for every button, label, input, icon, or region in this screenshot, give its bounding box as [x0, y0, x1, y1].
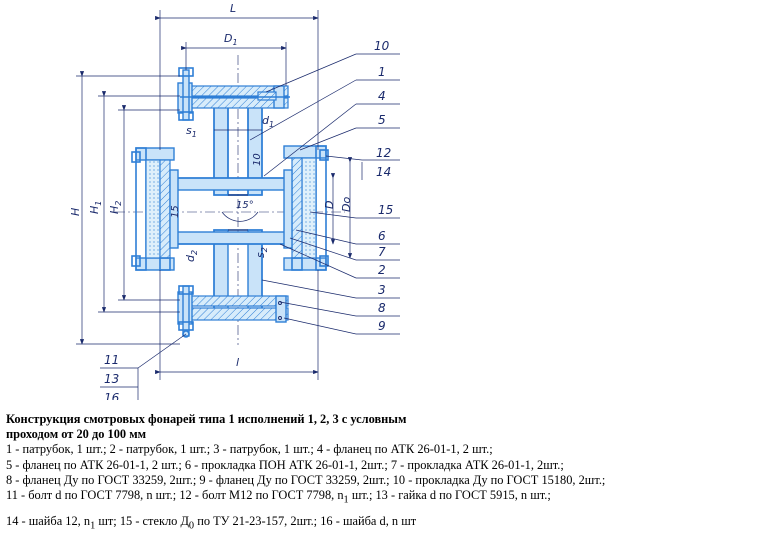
svg-text:14: 14 — [376, 165, 391, 179]
caption-line-4: 11 - болт d по ГОСТ 7798, n шт.; 12 - бо… — [6, 488, 551, 506]
dim-D: D — [323, 201, 336, 209]
dim-L: L — [230, 2, 236, 15]
dim-Do: Do — [340, 197, 353, 212]
callout-10: 10 — [265, 39, 400, 93]
svg-text:8: 8 — [378, 301, 386, 315]
callout-5: 5 — [299, 113, 400, 151]
left-sight-glass — [131, 147, 179, 271]
svg-text:10: 10 — [374, 39, 390, 53]
dim-d2: d2 — [184, 250, 199, 262]
dimension-lines — [76, 10, 353, 380]
callout-1: 1 — [249, 65, 400, 141]
right-sight-glass — [283, 145, 329, 271]
callout-9: 9 — [283, 317, 400, 335]
caption-line-1: 1 - патрубок, 1 шт.; 2 - патрубок, 1 шт.… — [6, 442, 493, 457]
caption-line-3: 8 - фланец Ду по ГОСТ 33259, 2шт.; 9 - ф… — [6, 472, 606, 487]
callout-8: 8 — [279, 301, 400, 317]
callout-13: 13 — [104, 372, 119, 386]
svg-text:6: 6 — [378, 229, 386, 243]
dim-H: H — [69, 208, 82, 216]
svg-text:7: 7 — [378, 245, 386, 259]
callout-11: 11 — [104, 353, 119, 367]
dim-d1: d1 — [262, 114, 274, 129]
callout-2: 2 — [279, 243, 400, 279]
dimension-labels: L D1 d1 s1 H H1 H2 10 15 d2 s2 D Do 15° … — [69, 2, 353, 369]
callouts-left: 11 13 16 — [100, 333, 187, 400]
svg-text:4: 4 — [378, 89, 386, 103]
callout-3: 3 — [261, 279, 400, 299]
svg-text:1: 1 — [378, 65, 386, 79]
callouts-right: 10 1 4 5 12 14 15 — [249, 39, 400, 335]
callout-12: 12 14 — [325, 146, 400, 180]
dim-l: l — [236, 356, 239, 369]
dim-angle: 15° — [236, 200, 254, 211]
svg-text:5: 5 — [378, 113, 386, 127]
svg-text:12: 12 — [376, 146, 391, 160]
svg-text:3: 3 — [378, 283, 386, 297]
callout-6: 6 — [295, 229, 400, 245]
bottom-flange — [177, 285, 289, 338]
dim-H2: H2 — [108, 201, 123, 214]
callout-16: 16 — [104, 391, 120, 400]
dim-D1: D1 — [224, 32, 238, 47]
svg-text:15: 15 — [378, 203, 393, 217]
caption-title-1: Конструкция смотровых фонарей типа 1 исп… — [6, 412, 407, 426]
svg-text:9: 9 — [378, 319, 386, 333]
dim-s1: s1 — [186, 124, 197, 139]
dim-15: 15 — [170, 205, 181, 218]
dim-H1: H1 — [88, 201, 103, 214]
vertical-pipe — [213, 94, 263, 311]
horizontal-pipe — [169, 177, 291, 245]
dim-10: 10 — [252, 153, 263, 166]
caption: Конструкция смотровых фонарей типа 1 исп… — [6, 412, 762, 533]
callout-15: 15 — [309, 203, 400, 219]
callout-7: 7 — [289, 237, 400, 261]
dim-s2: s2 — [254, 247, 269, 258]
svg-text:2: 2 — [378, 263, 386, 277]
top-flange — [177, 67, 290, 121]
callout-4: 4 — [263, 89, 400, 177]
caption-line-2: 5 - фланец по АТК 26-01-1, 2 шт.; 6 - пр… — [6, 457, 564, 472]
caption-line-5: 14 - шайба 12, n1 шт; 15 - стекло Д0 по … — [6, 513, 417, 532]
technical-drawing: L D1 d1 s1 H H1 H2 10 15 d2 s2 D Do 15° … — [69, 2, 400, 400]
caption-title-2: проходом от 20 до 100 мм — [6, 427, 147, 442]
